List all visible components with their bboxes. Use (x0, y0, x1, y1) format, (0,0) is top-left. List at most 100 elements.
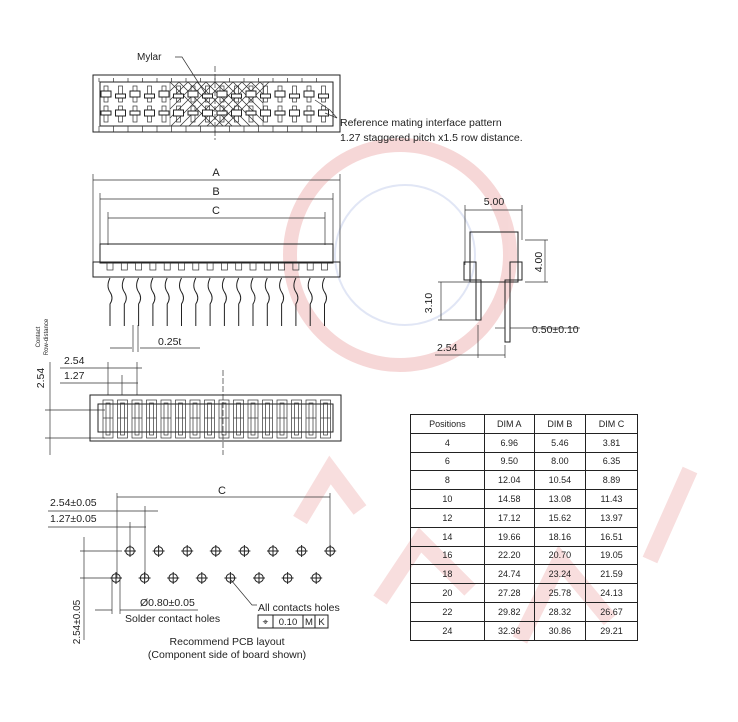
contact-pin (150, 277, 156, 326)
bottom-pitch-label: 2.54 (64, 355, 85, 367)
contact-pad (100, 90, 112, 98)
header-dim-b: DIM B (533, 414, 586, 434)
staggered-pitch-label: 1.27 staggered pitch x1.5 row distance. (340, 132, 523, 144)
bottom-view: 2.54 1.27 2.54 Contact Row-distance (35, 318, 342, 455)
contact-pin (250, 277, 256, 326)
contact-pin (102, 399, 114, 439)
cell-dim-a: 6.96 (483, 432, 535, 453)
contact-pad (129, 110, 141, 116)
cell-dim-a: 27.28 (483, 583, 535, 603)
pcb-pitch-label: 2.54±0.05 (50, 497, 97, 509)
contact-pad (216, 110, 228, 116)
contact-pin (179, 277, 184, 326)
contact-pad (274, 90, 286, 98)
dim-c-label: C (212, 205, 220, 217)
contact-pad (303, 110, 315, 116)
contact-pin (193, 277, 199, 326)
contact-pad (144, 93, 155, 99)
pin-width-label: 0.50±0.10 (532, 324, 579, 336)
contact-pin (107, 277, 113, 326)
cell-dim-a: 22.20 (483, 545, 535, 566)
all-holes-label: All contacts holes (258, 602, 340, 614)
contact-pad (231, 109, 242, 117)
contact-pad (318, 109, 329, 117)
cell-dim-a: 24.74 (483, 564, 535, 585)
contact-pin (264, 277, 270, 326)
cell-dim-b: 30.86 (533, 620, 586, 641)
contact-pin (293, 277, 299, 326)
contact-pad (274, 110, 286, 116)
contact-pad (202, 93, 213, 99)
table-header-row: Positions DIM A DIM B DIM C (410, 414, 639, 434)
cell-positions: 10 (410, 489, 485, 509)
solder-holes-label: Solder contact holes (125, 613, 220, 625)
contact-pad (245, 110, 257, 116)
cell-dim-a: 14.58 (483, 489, 535, 509)
tolerance-modifier: M (305, 617, 313, 628)
pcb-hole (310, 572, 323, 584)
pcb-hole (238, 545, 251, 557)
cell-dim-b: 10.54 (533, 470, 586, 491)
contact-pin (276, 399, 288, 439)
contact-pin (131, 399, 143, 439)
contact-pad (260, 93, 271, 99)
contact-pin (218, 399, 230, 439)
contact-pin (291, 399, 302, 439)
contact-pin (247, 399, 259, 439)
pcb-hole (152, 545, 165, 557)
cell-dim-a: 19.66 (483, 526, 535, 547)
cell-positions: 22 (410, 601, 485, 622)
cell-dim-c: 21.59 (584, 564, 639, 585)
dim-b-label: B (212, 186, 219, 198)
header-dim-c: DIM C (584, 414, 639, 434)
contact-pin (307, 277, 313, 326)
header-dim-a: DIM A (483, 414, 535, 434)
header-positions: Positions (410, 414, 485, 434)
pcb-hole (181, 545, 194, 557)
contact-pin (207, 277, 213, 326)
cell-dim-c: 26.67 (584, 601, 639, 622)
pcb-hole (195, 572, 208, 584)
cell-positions: 6 (410, 451, 485, 472)
cell-dim-c: 11.43 (584, 489, 639, 509)
cell-dim-c: 19.05 (584, 545, 639, 566)
contact-pin (164, 277, 170, 326)
pcb-dim-c-label: C (218, 485, 226, 497)
pcb-hole (138, 572, 151, 584)
pcb-subcaption: (Component side of board shown) (148, 649, 306, 661)
cell-positions: 14 (410, 526, 485, 547)
cell-positions: 12 (410, 507, 485, 528)
cell-dim-b: 13.08 (533, 489, 586, 509)
cell-dim-b: 20.70 (533, 545, 586, 566)
contact-pin (189, 399, 201, 439)
pcb-hole (209, 545, 222, 557)
pcb-half-pitch-label: 1.27±0.05 (50, 513, 97, 525)
cell-dim-b: 8.00 (533, 451, 586, 472)
contact-pad (289, 93, 300, 99)
contact-pad (216, 90, 228, 98)
cell-dim-c: 3.81 (584, 432, 639, 453)
pcb-hole (167, 572, 180, 584)
cell-dim-c: 16.51 (584, 526, 639, 547)
contact-pad (129, 90, 141, 98)
contact-pad (100, 110, 112, 116)
contact-pad (187, 110, 199, 116)
cell-dim-c: 6.35 (584, 451, 639, 472)
contact-pad (318, 93, 329, 99)
contact-pad (202, 109, 213, 117)
cell-positions: 4 (410, 432, 485, 453)
position-tolerance-icon: ⌖ (263, 617, 269, 628)
contact-pin (233, 399, 244, 439)
cell-dim-b: 15.62 (533, 507, 586, 528)
thickness-label: 0.25t (158, 336, 181, 348)
